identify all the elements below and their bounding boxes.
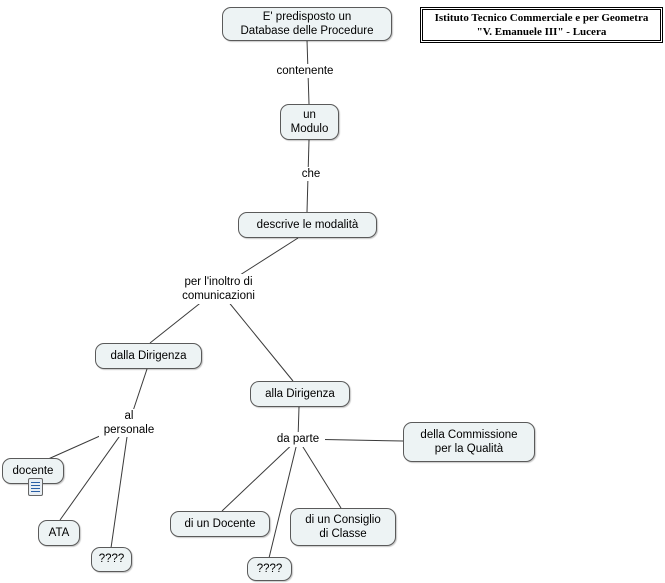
node-modulo[interactable]: un Modulo [280,104,339,140]
node-commissione[interactable]: della Commissione per la Qualità [403,422,535,462]
node-alla-dirigenza[interactable]: alla Dirigenza [250,381,350,407]
node-dalla-dirigenza[interactable]: dalla Dirigenza [95,343,202,369]
connector-line [221,438,299,512]
node-unknown-left[interactable]: ???? [91,547,132,572]
connector-line [59,422,130,521]
connector-line [110,422,130,549]
node-descrive[interactable]: descrive le modalità [238,212,377,238]
node-ata[interactable]: ATA [38,520,80,546]
connector-line [297,438,342,509]
document-icon[interactable] [28,478,43,496]
connector-line [217,288,294,382]
node-consiglio[interactable]: di un Consiglio di Classe [290,508,396,546]
link-label-da-parte[interactable]: da parte [271,432,325,447]
node-unknown-center[interactable]: ???? [247,557,292,581]
institute-title-line1: Istituto Tecnico Commerciale e per Geome… [434,11,649,24]
node-database[interactable]: E' predisposto un Database delle Procedu… [222,7,392,41]
institute-title-box: Istituto Tecnico Commerciale e per Geome… [420,7,663,43]
link-label-che[interactable]: che [299,167,323,181]
link-label-per-inoltro[interactable]: per l'inoltro di comunicazioni [171,274,266,304]
institute-title-line2: "V. Emanuele III" - Lucera [476,26,607,38]
node-di-un-docente[interactable]: di un Docente [170,511,270,537]
link-label-contenente[interactable]: contenente [267,64,343,78]
link-label-al-personale[interactable]: al personale [99,409,159,437]
connector-line [268,438,299,559]
